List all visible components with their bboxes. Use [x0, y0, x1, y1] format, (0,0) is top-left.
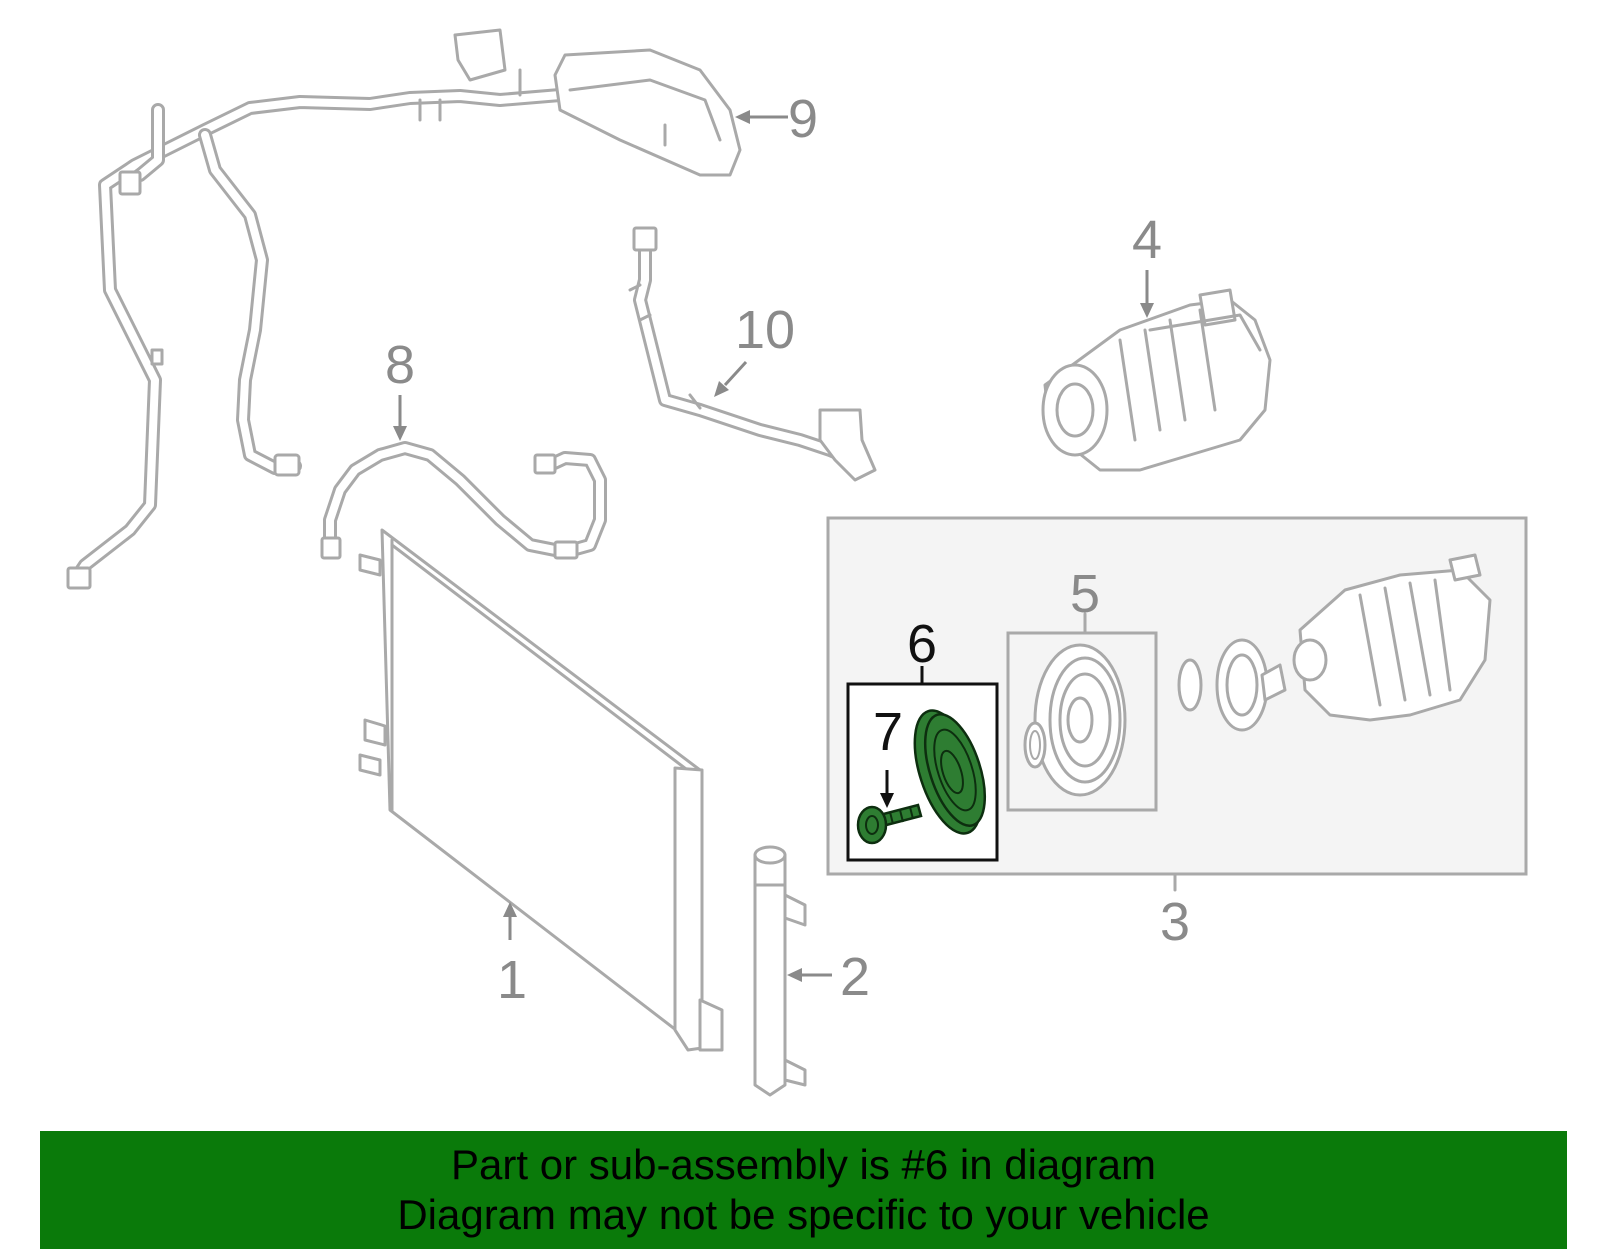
receiver-drier-2: [753, 845, 807, 1097]
hose-8: [320, 441, 607, 560]
leader-lines: [393, 110, 1154, 982]
callout-7: 7: [873, 702, 903, 762]
banner-line-part: Part or sub-assembly is #6 in diagram: [451, 1141, 1156, 1188]
callout-1: 1: [497, 950, 527, 1010]
callout-10: 10: [735, 300, 795, 360]
callout-9: 9: [788, 89, 818, 149]
pulley-group-5: [1006, 612, 1158, 812]
callout-3: 3: [1160, 892, 1190, 952]
callout-2: 2: [840, 947, 870, 1007]
callout-4: 4: [1132, 210, 1162, 270]
condenser-1: [358, 528, 724, 1052]
callout-8: 8: [385, 335, 415, 395]
compressor-body-3: [1177, 553, 1492, 732]
line-assembly-10: [628, 226, 877, 482]
clutch-hub-group-6: [846, 666, 999, 862]
info-banner: Part or sub-assembly is #6 in diagram Di…: [40, 1131, 1567, 1249]
callout-6: 6: [907, 614, 937, 674]
parts-diagram: 1 2 3 4 5 6 7 8 9 10: [66, 28, 1528, 1097]
compressor-4: [1041, 288, 1272, 472]
hose-assembly-9: [66, 28, 742, 590]
banner-line-disclaimer: Diagram may not be specific to your vehi…: [397, 1191, 1210, 1238]
callout-5: 5: [1070, 564, 1100, 624]
